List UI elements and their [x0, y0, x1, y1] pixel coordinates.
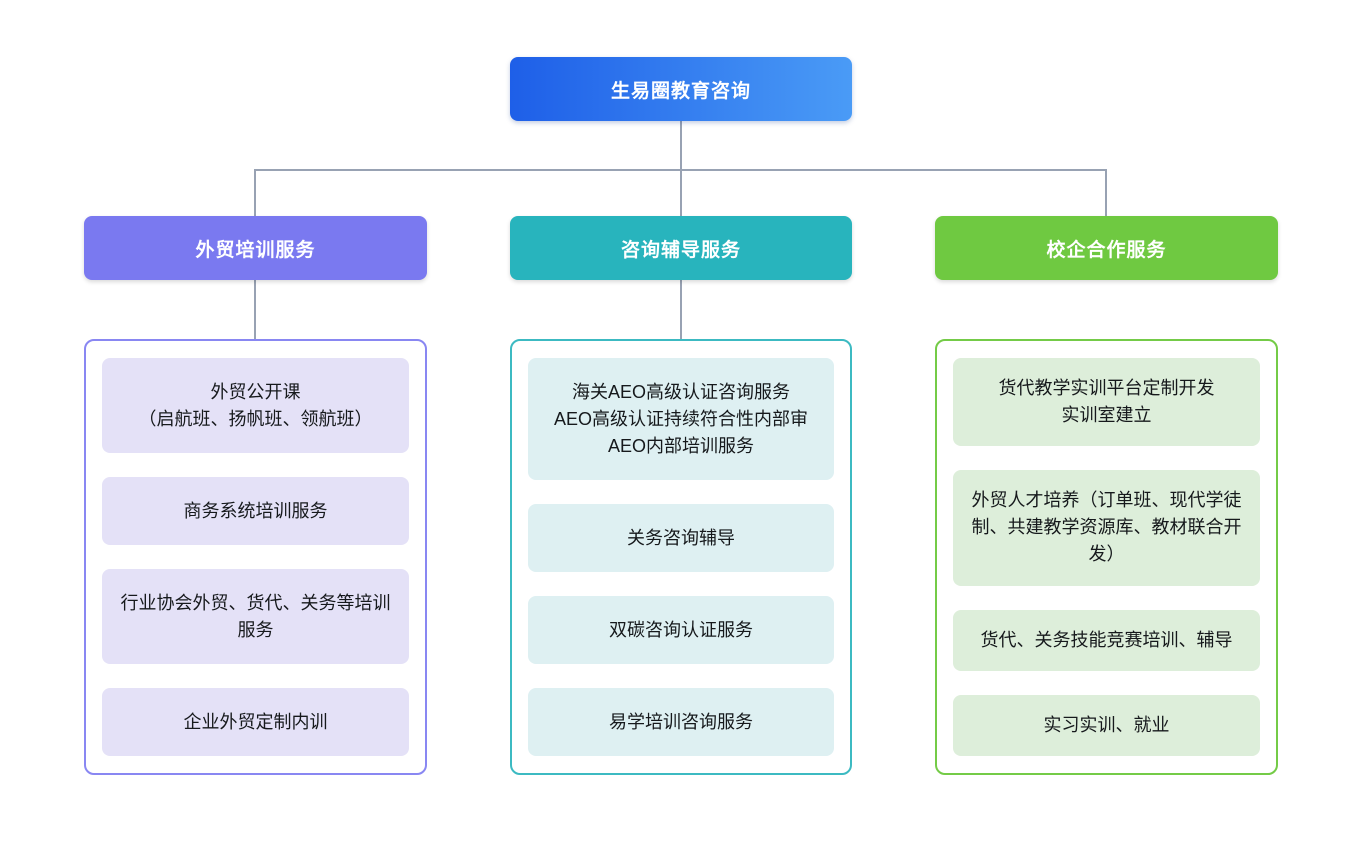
root-node: 生易圈教育咨询: [510, 57, 852, 121]
connector-branch-mid-vertical: [680, 169, 682, 216]
leaf-node: 行业协会外贸、货代、关务等培训服务: [102, 569, 409, 664]
branch-header-consulting-coaching: 咨询辅导服务: [510, 216, 852, 280]
leaf-node: 海关AEO高级认证咨询服务 AEO高级认证持续符合性内部审 AEO内部培训服务: [528, 358, 834, 480]
leaf-node: 实习实训、就业: [953, 694, 1260, 756]
leaf-node: 外贸公开课 （启航班、扬帆班、领航班）: [102, 358, 409, 453]
leaf-node: 货代教学实训平台定制开发 实训室建立: [953, 358, 1260, 447]
branch-header-school-enterprise-cooperation: 校企合作服务: [935, 216, 1278, 280]
branch-container-foreign-trade-training: 外贸公开课 （启航班、扬帆班、领航班） 商务系统培训服务 行业协会外贸、货代、关…: [84, 339, 427, 775]
leaf-node: 双碳咨询认证服务: [528, 596, 834, 664]
leaf-node: 关务咨询辅导: [528, 504, 834, 572]
branch-container-school-enterprise-cooperation: 货代教学实训平台定制开发 实训室建立 外贸人才培养（订单班、现代学徒制、共建教学…: [935, 339, 1278, 775]
leaf-node: 货代、关务技能竞赛培训、辅导: [953, 609, 1260, 671]
connector-mid-sub-vertical: [680, 280, 682, 339]
leaf-node: 商务系统培训服务: [102, 477, 409, 545]
leaf-node: 易学培训咨询服务: [528, 688, 834, 756]
connector-branch-right-vertical: [1105, 169, 1107, 216]
leaf-node: 外贸人才培养（订单班、现代学徒制、共建教学资源库、教材联合开发）: [953, 470, 1260, 586]
branch-header-foreign-trade-training: 外贸培训服务: [84, 216, 427, 280]
connector-left-sub-vertical: [254, 280, 256, 339]
leaf-node: 企业外贸定制内训: [102, 688, 409, 756]
connector-root-vertical: [680, 121, 682, 170]
branch-container-consulting-coaching: 海关AEO高级认证咨询服务 AEO高级认证持续符合性内部审 AEO内部培训服务 …: [510, 339, 852, 775]
connector-branch-left-vertical: [254, 169, 256, 216]
